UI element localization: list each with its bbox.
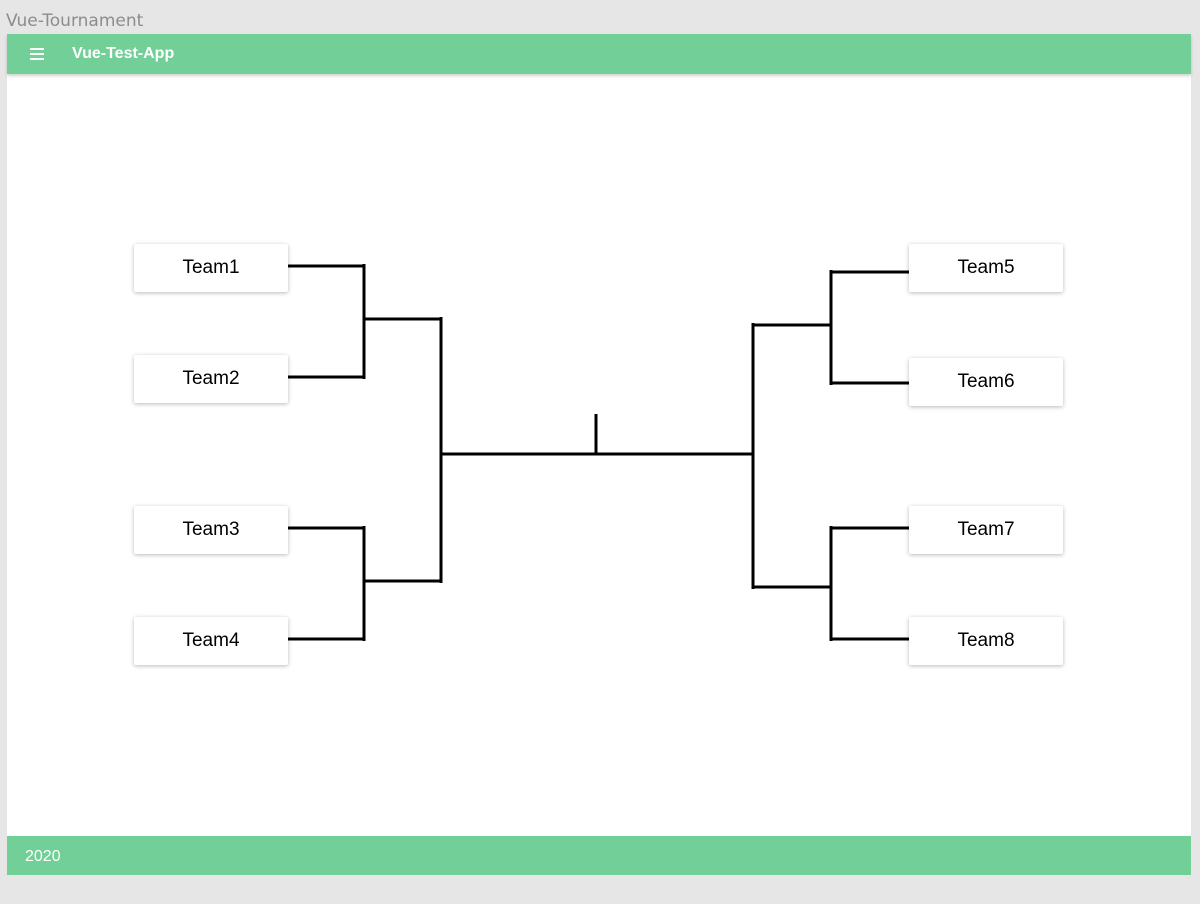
app-footer: 2020 — [7, 836, 1191, 875]
tournament-bracket — [288, 264, 909, 641]
team-card-3[interactable]: Team3 — [134, 506, 288, 554]
team-card-5[interactable]: Team5 — [909, 244, 1063, 292]
app-toolbar: Vue-Test-App — [7, 34, 1191, 74]
team-card-7[interactable]: Team7 — [909, 506, 1063, 554]
team-card-1[interactable]: Team1 — [134, 244, 288, 292]
app-window: Vue-Test-App Team1 Team2 Team3 Team4 Tea… — [7, 34, 1191, 875]
team-card-4[interactable]: Team4 — [134, 617, 288, 665]
team-card-6[interactable]: Team6 — [909, 358, 1063, 406]
window-title: Vue-Tournament — [6, 11, 144, 31]
hamburger-menu-icon[interactable] — [25, 42, 49, 66]
team-card-2[interactable]: Team2 — [134, 355, 288, 403]
app-title: Vue-Test-App — [72, 45, 175, 62]
team-card-8[interactable]: Team8 — [909, 617, 1063, 665]
footer-year: 2020 — [25, 848, 61, 865]
